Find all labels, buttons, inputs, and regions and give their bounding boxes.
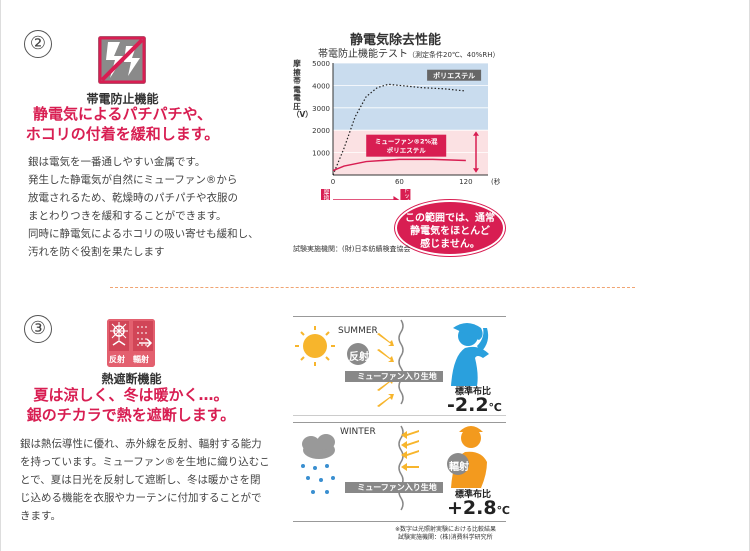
catch-copy-antistatic: 静電気によるパチパチや、 ホコリの付着を緩和します。 [20,104,225,144]
summer-temp-diff: -2.2℃ [447,394,502,416]
feature-title-heat: 熱遮断機能 [101,372,162,386]
winter-label: WINTER [340,427,376,437]
catch-line: 銀のチカラで熱を遮断します。 [26,406,236,424]
radiate-badge [447,453,469,475]
chart-y-tick: 3000 [312,105,330,113]
summer-arrows-icon [377,333,394,407]
text-line: 発生した静電気が自然にミューファン®から [28,174,238,186]
catch-line: ホコリの付着を緩和します。 [25,125,220,143]
icon-label-reflect: 反射 [109,355,125,364]
cloud-snow-icon [301,434,335,494]
summer-temp-value: -2.2 [447,394,489,416]
callout-line: この範囲では、通常 [405,213,495,224]
text-line: きます。 [20,510,61,522]
temp-unit: ℃ [488,401,502,414]
chart-subtitle: 帯電防止機能テスト（測定条件20℃、40%RH） [318,45,499,60]
series-label-mufan-2: ポリエステル [387,146,427,155]
series-label-bg-polyester [427,69,482,81]
standard-label-winter: 標準布比 [455,490,492,500]
series-label-bg-mufan [366,134,447,157]
chart-x-tick: 60 [395,178,404,186]
range-arrow-head-bottom [473,168,479,173]
fabric-label-box-summer [345,371,443,382]
winter-temp-value: +2.8 [447,497,497,519]
text-line: 同時に静電気によるホコリの吸い寄せも緩和し、 [28,228,259,240]
static-removal-icon [98,36,146,84]
summer-person-icon [451,323,489,386]
icon-label-radiate: 輻射 [133,355,149,364]
antistatic-description: 銀は電気を一番通しやすい金属です。 発生した静電気が自然にミューファン®から 放… [28,153,273,261]
text-line: まとわりつきを緩和することができます。 [28,210,227,222]
chart-y-tick: 5000 [312,60,330,68]
chart-conditions: （測定条件20℃、40%RH） [408,51,500,59]
range-arrow-head-top [473,131,479,136]
callout-line: 感じません。 [420,239,480,250]
section-divider [110,287,635,288]
series-mufan-line [332,158,466,172]
series-label-mufan-1: ミューファン®2%混 [375,137,438,146]
fabric-line-summer [398,319,404,405]
text-line: じ込める機能を衣服やカーテンに付加することがで [20,492,262,504]
series-label-polyester: ポリエステル [433,71,475,80]
winter-temp-diff: +2.8℃ [447,497,510,519]
friction-label: 摩擦 [322,188,329,200]
series-polyester-line [332,83,466,176]
chart-y-tick: 4000 [312,82,330,90]
static-chart: 10002000300040005000060120(秒)ポリエステルミューファ… [312,60,500,200]
section-number-2: ② [24,30,52,58]
chart-x-tick: 0 [331,178,335,186]
fabric-line-winter [398,425,404,511]
callout-bubble: この範囲では、通常 静電気をほとんど 感じません。 [395,200,505,256]
fabric-label-winter: ミューファン入り生地 [357,483,437,492]
standard-label-summer: 標準布比 [455,387,492,397]
fabric-label-summer: ミューファン入り生地 [357,372,437,381]
text-line: 放電されるため、乾燥時のパチパチや衣服の [28,192,238,204]
chart-x-unit: (秒) [491,177,500,186]
diagram-credit: 試験実施機関：(株)消費科学研究所 [398,534,493,541]
heat-description: 銀は熱伝導性に優れ、赤外線を反射、輻射する能力 を持っています。ミューファン®を… [20,435,275,525]
catch-line: 静電気によるパチパチや、 [32,105,213,123]
text-line: とで、夏は日光を反射して遮断し、冬は暖かさを閉 [20,474,261,486]
heat-shield-icon [107,319,155,367]
catch-line: 夏は涼しく、冬は暖かく…。 [33,386,229,404]
callout-line: 静電気をほとんど [410,226,490,237]
chart-y-tick: 1000 [312,150,330,158]
chart-title: 静電気除去性能 [350,33,442,48]
summer-label: SUMMER [338,326,378,336]
chart-credit: 試験実施機関：(財)日本紡績検査協会 [293,245,411,253]
sun-icon [295,326,335,366]
chart-x-tick: 120 [459,178,472,186]
reflect-label: 反射 [349,352,369,363]
text-line: 銀は熱伝導性に優れ、赤外線を反射、輻射する能力 [20,438,262,450]
reflect-badge [347,343,369,365]
chart-subtitle-text: 帯電防止機能テスト [318,49,408,60]
section-number-3: ③ [24,315,52,343]
text-line: 汚れを防ぐ役割を果たします [28,246,165,258]
text-line: 銀は電気を一番通しやすい金属です。 [28,156,206,168]
friction-arrow-head [393,196,400,200]
temp-unit: ℃ [496,504,510,517]
friction-box [321,189,330,200]
feature-title-antistatic: 帯電防止機能 [86,92,159,106]
fabric-label-box-winter [345,482,443,493]
stop-label: ストップ [402,181,409,200]
catch-copy-heat: 夏は涼しく、冬は暖かく…。 銀のチカラで熱を遮断します。 [20,385,242,425]
diagram-note: ※数字は光照射実験における比較結果 [395,526,497,533]
text-line: を持っています。ミューファン®を生地に織り込むこ [20,456,270,468]
stop-box [400,189,411,200]
radiate-label: 輻射 [449,462,469,473]
heat-diagram [295,319,489,511]
winter-arrows-icon [401,430,419,471]
chart-y-tick: 2000 [312,127,330,135]
